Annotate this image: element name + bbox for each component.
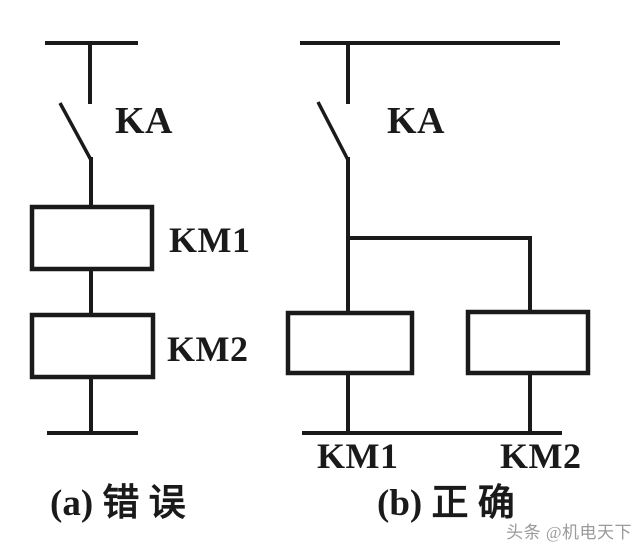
circuit-b-ka-contact-blade-icon (316, 101, 350, 161)
circuit-b (285, 41, 591, 435)
circuit-b-km2-coil-box (465, 309, 591, 376)
circuit-a-caption: (a) 错 误 (50, 483, 186, 524)
circuit-a (29, 41, 156, 435)
circuit-b-caption: (b) 正 确 (377, 483, 515, 524)
circuit-a-km2-coil-box (29, 312, 156, 380)
circuit-a-km2-label: KM2 (167, 329, 249, 369)
circuit-a-km1-label: KM1 (169, 220, 251, 260)
circuit-b-km2-label: KM2 (500, 436, 582, 476)
circuit-b-km1-label: KM1 (317, 436, 399, 476)
circuit-b-ka-label: KA (387, 100, 445, 142)
watermark-text: 头条 @机电天下 (506, 523, 632, 542)
circuit-b-km1-coil-box (285, 310, 415, 376)
circuit-a-km1-coil-box (29, 204, 155, 272)
circuit-a-ka-label: KA (115, 100, 173, 142)
circuit-a-ka-contact-blade-icon (58, 102, 93, 161)
